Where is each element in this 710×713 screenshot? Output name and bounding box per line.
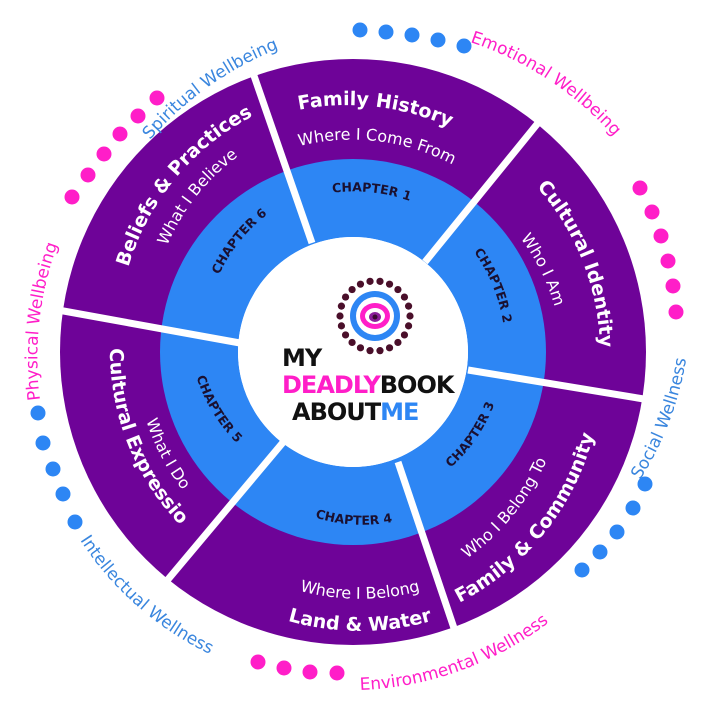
logo-word-book: BOOK [380,371,456,399]
logo-word-about: ABOUT [292,398,382,426]
logo-line-1: MY [282,344,323,372]
decorative-dot [668,304,684,320]
decorative-dot [96,146,112,162]
wellness-label-physical: Physical Wellbeing [22,240,62,402]
logo-dot [400,331,409,339]
decorative-dot [592,544,608,560]
decorative-dot [352,22,368,38]
decorative-dots [30,22,684,681]
logo-dot [348,338,356,347]
logo-dot [376,277,384,285]
decorative-dot [378,24,394,40]
divider-1-2 [422,120,541,265]
logo-dot [348,285,356,294]
logo-dot [341,331,350,339]
decorative-dot [35,435,51,451]
logo-dot [394,338,402,347]
logo-dot [366,277,374,285]
logo-dot [376,347,384,355]
logo-dot [385,280,394,288]
decorative-dot [30,405,46,421]
logo-dot [385,344,394,352]
logo-line-2: DEADLYBOOK [282,371,456,399]
center-cover [238,237,468,467]
decorative-dot [67,514,83,530]
decorative-dot [276,660,292,676]
divider-6-1 [248,68,316,245]
logo-dot [356,280,365,288]
decorative-dot [64,189,80,205]
decorative-dot [632,180,648,196]
divider-5-6 [57,306,241,347]
logo-dot [336,312,344,320]
decorative-dot [653,228,669,244]
decorative-dot [430,32,446,48]
logo-word-me: ME [380,398,418,426]
divider-3-4 [394,460,461,639]
decorative-dot [329,665,345,681]
decorative-dot [55,486,71,502]
decorative-dot [45,461,61,477]
decorative-dot [665,278,681,294]
logo-line-3: ABOUTME [292,398,418,426]
logo-dot [337,322,346,330]
divider-4-5 [162,437,288,586]
decorative-dot [302,664,318,680]
decorative-dot [609,524,625,540]
decorative-dot [637,476,653,492]
logo-word-deadly: DEADLY [282,371,381,399]
decorative-dot [130,108,146,124]
book-logo-text: MY DEADLYBOOK ABOUTME [282,344,457,426]
decorative-dot [404,27,420,43]
divider-2-3 [467,366,651,404]
decorative-dot [574,562,590,578]
logo-dot [404,302,413,310]
logo-dot [337,302,346,310]
segment-dividers [57,68,651,639]
logo-dot [394,285,402,294]
decorative-dot [456,38,472,54]
decorative-dot [644,204,660,220]
logo-dot [406,312,414,320]
decorative-dot [625,500,641,516]
decorative-dot [149,90,165,106]
decorative-dot [660,253,676,269]
logo-dot [404,322,413,330]
decorative-dot [80,167,96,183]
decorative-dot [250,654,266,670]
logo-dot [366,347,374,355]
dot-art-logo-icon [336,277,414,355]
decorative-dot [112,126,128,142]
logo-dot [400,293,409,301]
logo-dot [341,293,350,301]
logo-dot [356,344,365,352]
